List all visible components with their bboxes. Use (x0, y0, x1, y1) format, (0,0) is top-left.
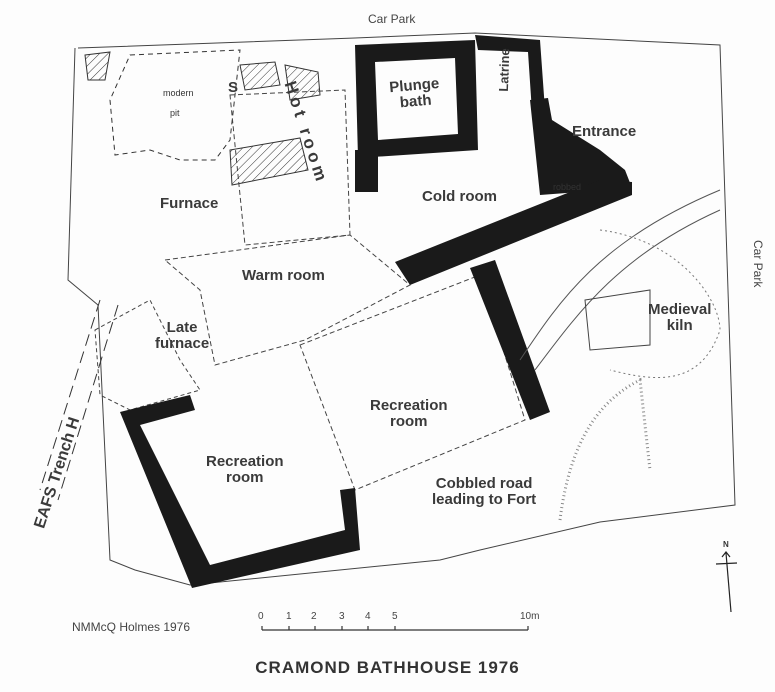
label-cold-room: Cold room (422, 188, 497, 205)
label-line: bath (399, 91, 433, 112)
recreation-west-wall (120, 395, 360, 588)
scale-tick-label: 5 (392, 611, 398, 622)
scale-bar (261, 626, 529, 631)
cold-room-west-wall (355, 150, 378, 192)
site-boundary (67, 32, 736, 586)
label-line: Cobbled road (435, 475, 533, 492)
hot-room-outline (229, 89, 351, 246)
plunge-bath-wall (355, 40, 478, 158)
road-edge (519, 189, 721, 361)
label-line: furnace (155, 335, 210, 352)
cold-room-east-wall (530, 98, 632, 195)
label-furnace: Furnace (160, 195, 219, 212)
scale-tick-label: 10m (520, 611, 540, 622)
label-line: room (390, 413, 428, 430)
label-line: leading to Fort (432, 491, 537, 508)
north-arrow-icon (715, 551, 738, 613)
label-line: Late (166, 319, 198, 336)
recreation-east-wall (470, 260, 550, 420)
road-edge (534, 209, 721, 371)
label-modern-pit: modern (163, 88, 194, 98)
label-car-park-right: Car Park (751, 240, 765, 288)
label-line: Medieval (648, 301, 712, 318)
trench-line (57, 304, 119, 501)
label-line: room (226, 469, 264, 486)
scale-tick-label: 3 (339, 611, 345, 622)
late-furnace-outline (94, 299, 201, 411)
recreation-room-outline (299, 274, 526, 491)
label-latrine: Latrine (495, 48, 513, 92)
credit: NMMcQ Holmes 1976 (72, 620, 191, 634)
cobbled-road-area (558, 377, 652, 521)
north-label: N (723, 540, 729, 549)
cold-room-south-wall (395, 180, 632, 285)
hatched-remnant (239, 61, 281, 91)
trench-line (39, 299, 101, 491)
kiln-outline (584, 289, 651, 351)
page-title: CRAMOND BATHHOUSE 1976 (255, 658, 520, 677)
scale-tick-label: 0 (258, 611, 264, 622)
label-modern-pit: pit (170, 108, 180, 118)
label-robbed: robbed (553, 182, 582, 192)
modern-pit-outline (109, 49, 241, 161)
label-car-park-top: Car Park (368, 12, 416, 26)
scale-tick-label: 2 (311, 611, 317, 622)
hatched-remnant (84, 51, 111, 81)
scale-tick-label: 4 (365, 611, 371, 622)
label-entrance: Entrance (572, 123, 637, 140)
hatched-remnant (229, 137, 309, 186)
label-line: Recreation (370, 397, 448, 414)
label-mark-s: S (228, 79, 239, 96)
walls (120, 35, 632, 588)
label-warm-room: Warm room (242, 267, 325, 284)
scale-tick-label: 1 (286, 611, 292, 622)
label-line: Recreation (206, 453, 284, 470)
label-line: kiln (666, 317, 693, 334)
